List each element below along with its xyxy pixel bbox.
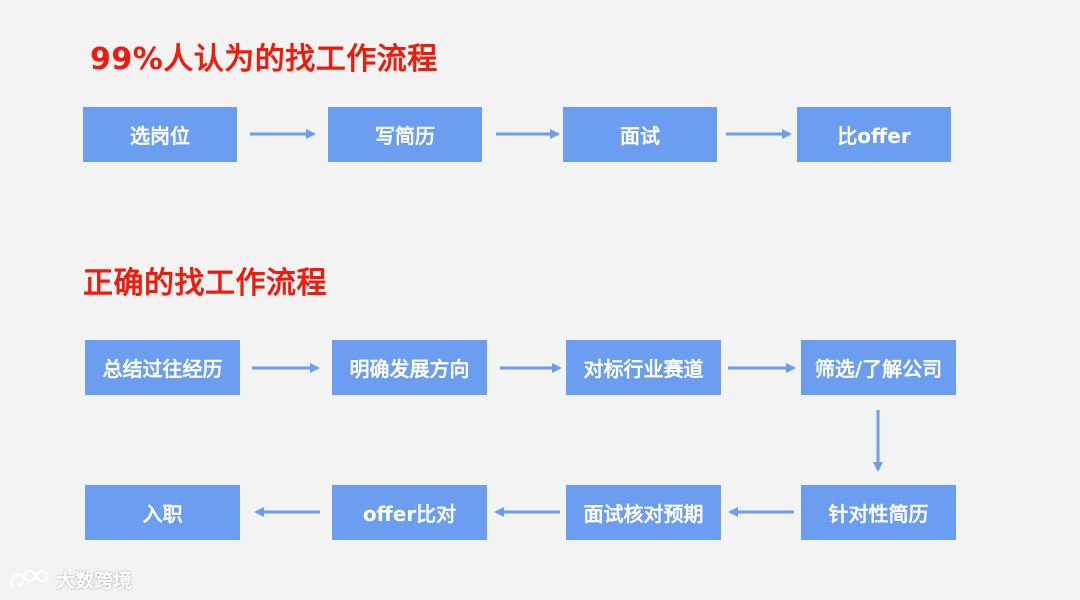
step-targeted-resume: 针对性简历 (801, 485, 956, 540)
logo-icon (10, 569, 49, 588)
step-interview-check-expectations: 面试核对预期 (566, 485, 721, 540)
step-select-job: 选岗位 (83, 107, 237, 162)
watermark: 大数跨境 (8, 566, 132, 593)
step-screen-companies: 筛选/了解公司 (801, 340, 956, 395)
step-clarify-direction: 明确发展方向 (332, 340, 487, 395)
step-offer-comparison: offer比对 (332, 485, 487, 540)
step-compare-offer: 比offer (797, 107, 951, 162)
watermark-text: 大数跨境 (56, 570, 133, 592)
step-onboard: 入职 (85, 485, 240, 540)
heading-correct-process: 正确的找工作流程 (83, 266, 327, 301)
step-summarize-experience: 总结过往经历 (85, 340, 240, 395)
step-write-resume: 写简历 (328, 107, 482, 162)
step-interview: 面试 (563, 107, 717, 162)
step-benchmark-industry: 对标行业赛道 (566, 340, 721, 395)
heading-common-process: 99%人认为的找工作流程 (90, 42, 438, 77)
